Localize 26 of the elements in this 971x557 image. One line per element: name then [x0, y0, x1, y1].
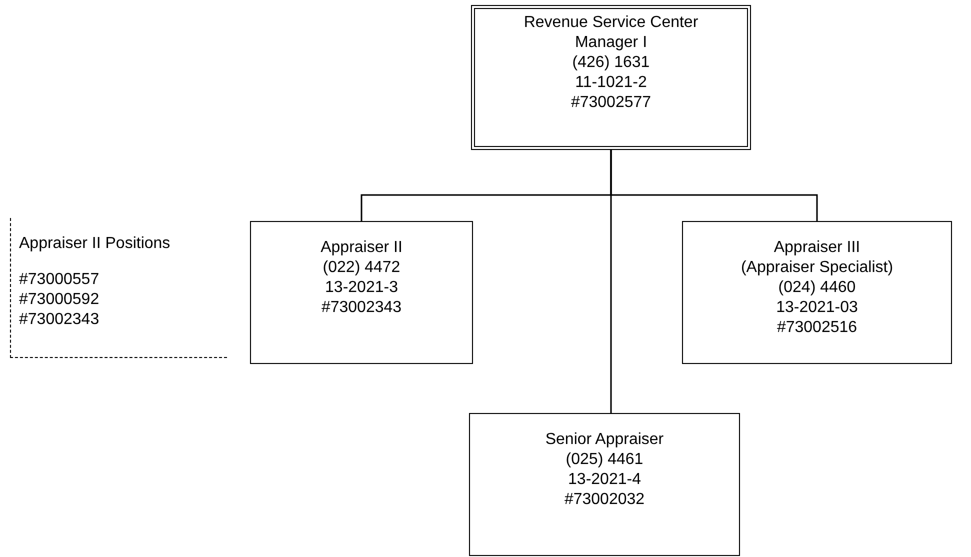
position-detail: (426) 1631: [572, 53, 650, 73]
position-detail: #73002032: [564, 490, 645, 510]
position-detail: 13-2021-03: [776, 298, 858, 318]
position-detail: 13-2021-3: [325, 278, 398, 298]
position-detail: (024) 4460: [778, 278, 856, 298]
position-detail: 11-1021-2: [575, 73, 647, 93]
position-box: [682, 221, 952, 364]
position-detail: #73000557: [19, 270, 100, 290]
position-box: [469, 413, 740, 556]
position-detail: 13-2021-4: [568, 470, 641, 490]
position-title: Appraiser II Positions: [19, 234, 170, 254]
position-title: Appraiser III: [774, 238, 860, 258]
position-title: Senior Appraiser: [545, 430, 664, 450]
position-box: [250, 221, 473, 364]
position-title: Revenue Service Center Manager I: [522, 13, 700, 53]
position-detail: #73002343: [321, 298, 402, 318]
position-detail: (025) 4461: [566, 450, 644, 470]
position-detail: #73000592: [19, 290, 100, 310]
position-detail: (022) 4472: [322, 258, 400, 278]
position-detail: #73002516: [776, 318, 858, 338]
position-detail: (Appraiser Specialist): [740, 258, 894, 278]
connector-line: [610, 150, 612, 413]
position-detail: #73002343: [19, 310, 100, 330]
position-title: Appraiser II: [320, 238, 402, 258]
position-detail: #73002577: [570, 93, 652, 113]
position-box: [471, 5, 751, 150]
